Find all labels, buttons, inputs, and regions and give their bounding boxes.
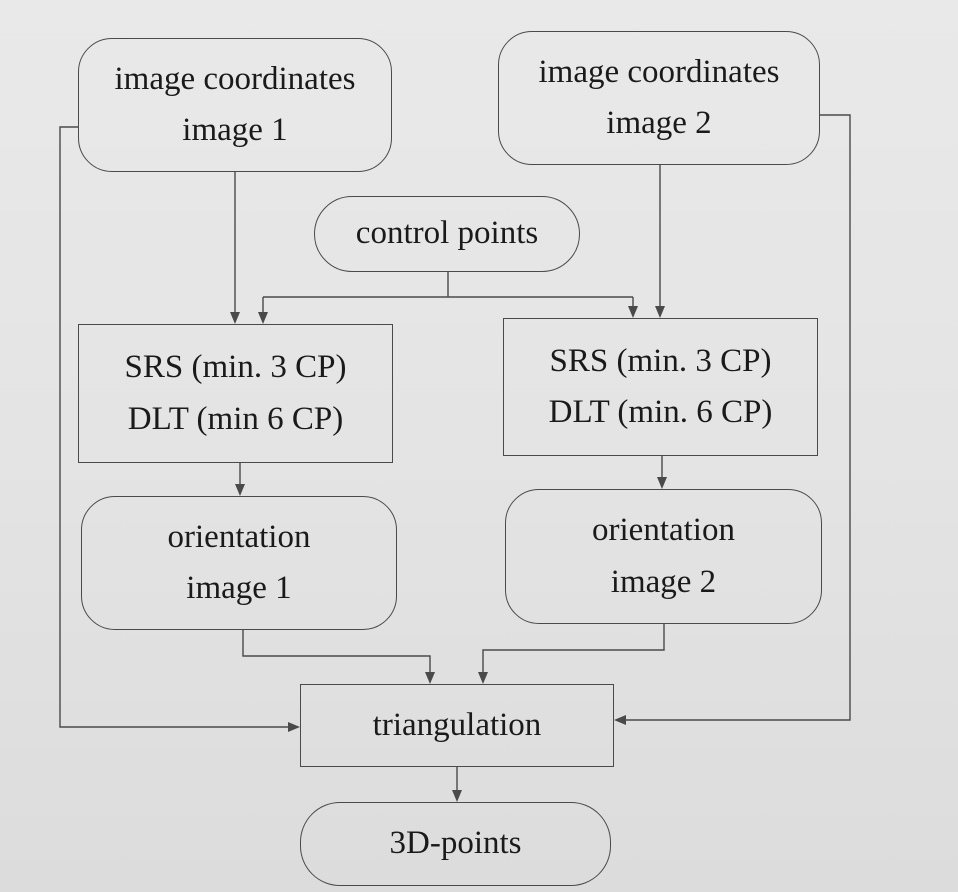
node-label-line-1: image coordinates — [114, 60, 356, 97]
arrowhead — [425, 672, 435, 684]
edge-orientation-1-to-triangulation — [242, 630, 431, 676]
arrowhead — [614, 715, 626, 725]
node-label-line-2: image 2 — [610, 563, 717, 600]
node-srs-dlt-2: SRS (min. 3 CP) DLT (min. 6 CP) — [503, 318, 818, 456]
arrowhead — [655, 306, 665, 318]
arrowhead — [478, 672, 488, 684]
node-label-line-1: SRS (min. 3 CP) — [124, 349, 347, 386]
node-label-line-1: control points — [355, 215, 539, 252]
node-label-line-2: image 1 — [182, 112, 288, 148]
node-triangulation: triangulation — [300, 684, 614, 767]
arrowhead — [235, 484, 245, 496]
node-control-points: control points — [314, 196, 580, 272]
node-label-line-1: orientation — [167, 518, 311, 555]
node-label-line-2: DLT (min. 6 CP) — [548, 394, 773, 430]
node-label-line-1: image coordinates — [538, 53, 780, 90]
arrowhead — [657, 477, 667, 489]
arrowhead — [258, 312, 268, 324]
node-orientation-2: orientation image 2 — [505, 489, 822, 624]
node-label-line-2: image 2 — [606, 105, 712, 141]
node-label-line-2: DLT (min 6 CP) — [127, 400, 344, 437]
edge-orientation-2-to-triangulation — [482, 624, 665, 676]
node-srs-dlt-1: SRS (min. 3 CP) DLT (min 6 CP) — [78, 324, 393, 463]
arrowhead — [230, 312, 240, 324]
node-image-coordinates-2: image coordinates image 2 — [498, 31, 820, 165]
arrowhead — [628, 306, 638, 318]
node-label-line-1: triangulation — [372, 706, 542, 743]
arrowhead — [288, 722, 300, 732]
edge-img-coords-2-to-triangulation — [622, 114, 851, 721]
node-orientation-1: orientation image 1 — [81, 496, 397, 630]
node-label-line-1: SRS (min. 3 CP) — [549, 342, 772, 379]
node-3d-points: 3D-points — [300, 802, 611, 886]
node-label-line-1: 3D-points — [389, 825, 522, 862]
arrowhead — [452, 790, 462, 802]
node-image-coordinates-1: image coordinates image 1 — [78, 38, 392, 172]
edge-img-coords-1-to-triangulation — [59, 126, 292, 728]
node-label-line-2: image 1 — [186, 570, 292, 606]
node-label-line-1: orientation — [592, 512, 735, 549]
